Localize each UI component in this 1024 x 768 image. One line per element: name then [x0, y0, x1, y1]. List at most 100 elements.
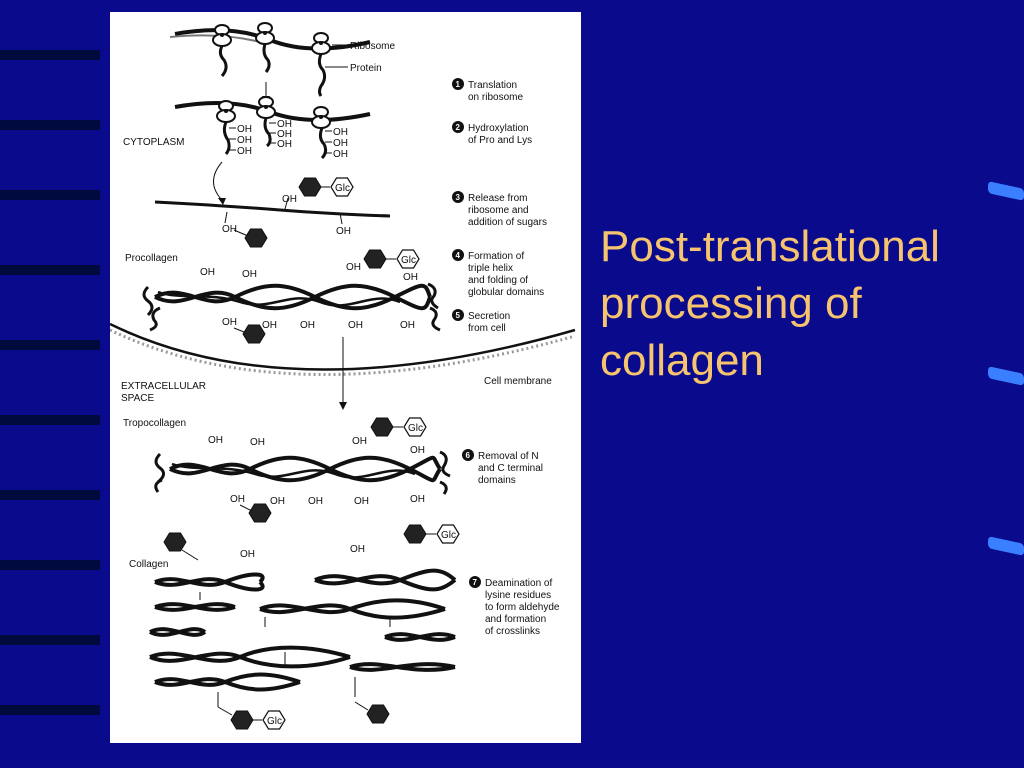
- collagen-label: Collagen: [129, 559, 168, 570]
- svg-text:4: 4: [456, 251, 461, 260]
- galactose-icon: [244, 228, 268, 248]
- svg-text:OH: OH: [200, 267, 215, 278]
- background-stripe: [0, 635, 100, 645]
- svg-text:OH: OH: [346, 262, 361, 273]
- background-stripe: [0, 120, 100, 130]
- svg-text:5: 5: [456, 311, 461, 320]
- svg-text:and C terminal: and C terminal: [478, 463, 543, 474]
- svg-text:domains: domains: [478, 475, 516, 486]
- svg-text:6: 6: [466, 451, 471, 460]
- ribosome-icon: [311, 32, 331, 55]
- svg-text:OH: OH: [270, 496, 285, 507]
- step-3: 3 Release from ribosome and addition of …: [452, 191, 547, 228]
- slide-title-line: collagen: [600, 336, 764, 385]
- svg-text:OH: OH: [350, 544, 365, 555]
- ribosome-icon: [311, 106, 331, 129]
- galactose-icon: [248, 503, 272, 523]
- svg-text:OH: OH: [208, 435, 223, 446]
- svg-text:OH: OH: [282, 194, 297, 205]
- background-stripe: [0, 560, 100, 570]
- svg-text:OH: OH: [277, 139, 292, 150]
- svg-text:OH: OH: [352, 436, 367, 447]
- step-5: 5 Secretion from cell: [452, 309, 510, 334]
- galactose-icon: [363, 249, 387, 269]
- svg-text:1: 1: [456, 80, 461, 89]
- svg-text:of Pro and Lys: of Pro and Lys: [468, 135, 532, 146]
- protein-label: Protein: [350, 63, 382, 74]
- svg-text:OH: OH: [277, 119, 292, 130]
- svg-text:and formation: and formation: [485, 614, 546, 625]
- svg-text:OH: OH: [230, 494, 245, 505]
- svg-text:Glc: Glc: [401, 255, 416, 266]
- oh-group: OH OH OH OH OH OH OH OH OH: [229, 119, 348, 160]
- svg-text:OH: OH: [400, 320, 415, 331]
- svg-text:Deamination of: Deamination of: [485, 578, 552, 589]
- step-6: 6 Removal of N and C terminal domains: [462, 449, 543, 486]
- galactose-icon: [230, 710, 254, 730]
- figure-drawing: Ribosome Protein OH OH OH OH OH OH OH OH…: [110, 22, 576, 730]
- galactose-icon: [298, 177, 322, 197]
- svg-text:on ribosome: on ribosome: [468, 92, 523, 103]
- svg-text:OH: OH: [410, 445, 425, 456]
- svg-text:Glc: Glc: [441, 530, 456, 541]
- svg-text:OH: OH: [348, 320, 363, 331]
- svg-text:addition of sugars: addition of sugars: [468, 217, 547, 228]
- background-stripe: [0, 490, 100, 500]
- svg-text:and folding of: and folding of: [468, 275, 528, 286]
- svg-text:OH: OH: [333, 127, 348, 138]
- svg-text:Removal of N: Removal of N: [478, 451, 539, 462]
- background-stripe: [0, 340, 100, 350]
- cytoplasm-label: CYTOPLASM: [123, 137, 185, 148]
- svg-text:3: 3: [456, 193, 461, 202]
- svg-text:OH: OH: [237, 135, 252, 146]
- galactose-icon: [403, 524, 427, 544]
- svg-text:OH: OH: [333, 138, 348, 149]
- ribosome-icon: [255, 22, 275, 45]
- tropocollagen-label: Tropocollagen: [123, 418, 186, 429]
- svg-text:ribosome and: ribosome and: [468, 205, 529, 216]
- accent-dash: [988, 181, 1024, 201]
- extracellular-label-2: SPACE: [121, 393, 154, 404]
- svg-text:OH: OH: [237, 146, 252, 157]
- background-stripe: [0, 705, 100, 715]
- background-stripe: [0, 265, 100, 275]
- svg-text:Glc: Glc: [267, 716, 282, 727]
- svg-text:Translation: Translation: [468, 80, 517, 91]
- cell-membrane-label: Cell membrane: [484, 376, 552, 387]
- ribosome-icon: [212, 24, 232, 47]
- svg-text:triple helix: triple helix: [468, 263, 513, 274]
- slide-title-line: processing of: [600, 279, 862, 328]
- procollagen-label: Procollagen: [125, 253, 178, 264]
- svg-text:2: 2: [456, 123, 461, 132]
- step-2: 2 Hydroxylation of Pro and Lys: [452, 121, 532, 146]
- svg-text:Release from: Release from: [468, 193, 527, 204]
- svg-text:OH: OH: [240, 549, 255, 560]
- svg-text:Hydroxylation: Hydroxylation: [468, 123, 529, 134]
- galactose-icon: [370, 417, 394, 437]
- svg-text:lysine residues: lysine residues: [485, 590, 551, 601]
- svg-text:OH: OH: [403, 272, 418, 283]
- collagen-processing-figure: Ribosome Protein OH OH OH OH OH OH OH OH…: [110, 12, 581, 743]
- svg-text:7: 7: [473, 578, 478, 587]
- svg-text:OH: OH: [222, 317, 237, 328]
- svg-text:Glc: Glc: [408, 423, 423, 434]
- svg-text:Formation of: Formation of: [468, 251, 524, 262]
- svg-text:OH: OH: [242, 269, 257, 280]
- background-stripe: [0, 415, 100, 425]
- svg-text:of crosslinks: of crosslinks: [485, 626, 540, 637]
- svg-text:Glc: Glc: [335, 183, 350, 194]
- svg-text:OH: OH: [354, 496, 369, 507]
- slide-title: Post-translational processing of collage…: [600, 218, 1010, 389]
- svg-text:OH: OH: [222, 224, 237, 235]
- background-stripe: [0, 50, 100, 60]
- svg-text:OH: OH: [237, 124, 252, 135]
- svg-text:to form aldehyde: to form aldehyde: [485, 602, 560, 613]
- ribosome-label: Ribosome: [350, 41, 395, 52]
- svg-text:OH: OH: [262, 320, 277, 331]
- background-stripe: [0, 190, 100, 200]
- ribosome-icon: [256, 96, 276, 119]
- accent-dash: [988, 536, 1024, 556]
- svg-text:OH: OH: [336, 226, 351, 237]
- collagen-fibrils: [149, 568, 457, 692]
- ribosome-icon: [216, 100, 236, 123]
